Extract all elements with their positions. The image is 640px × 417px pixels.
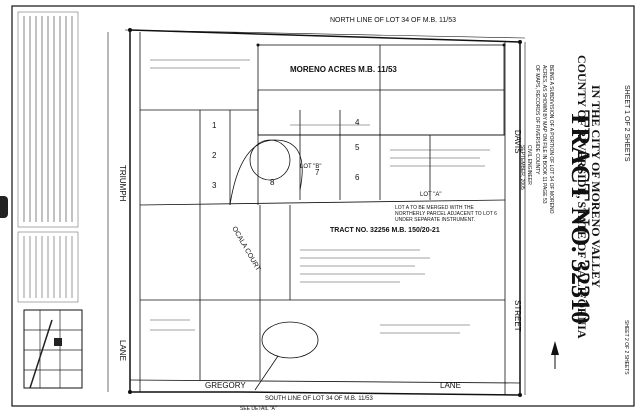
date-line: SEPTEMBER, 2005 [519,145,525,190]
lot-b-label: LOT "B" [300,164,322,170]
lot-note-text: LOT A TO BE MERGED WITH THE NORTHERLY PA… [395,205,497,223]
sheet-border [11,5,635,407]
lot-number-4: 4 [355,118,360,127]
sheet-corner-label: SHEET 1 OF 2 SHEETS [623,85,630,162]
south-line-label: SOUTH LINE OF LOT 34 OF M.B. 11/53 [265,396,373,402]
legend-block [17,231,79,303]
description-line-2: ACRES, AS SHOWN BY MAP ON FILE IN BOOK 1… [541,65,547,204]
description-line-3: OF MAPS, RECORDS OF RIVERSIDE COUNTY [534,65,540,175]
scanner-edge-tab [0,196,8,218]
general-notes-block [17,11,79,228]
lot-number-5: 5 [355,143,360,152]
city-line: IN THE CITY OF MORENO VALLEY [589,85,603,288]
description-line-1: BEING A SUBDIVISION OF A PORTION OF LOT … [548,65,554,214]
street-lane-label: LANE [118,340,127,361]
title-block: SHEET 1 OF 2 SHEETS IN THE CITY OF MOREN… [519,55,630,375]
adjacent-tract-label: TRACT NO. 32256 M.B. 150/20-21 [330,227,440,234]
lot-lines [139,90,506,380]
monument-markers [128,28,522,397]
engineer-line: CIVIL ENGINEER [526,145,532,185]
ocala-court-label: OCALA COURT [230,226,261,273]
street-davis-label-2: STREET [513,300,522,332]
street-lane-2-label: LANE [440,381,461,390]
north-arrow-icon [551,341,559,369]
see-detail-label: SEE DETAIL "A" [240,406,277,412]
lot-number-8: 8 [270,178,275,187]
street-triumph-label: TRIUMPH [118,165,127,202]
lot-note-box: LOT A TO BE MERGED WITH THE NORTHERLY PA… [395,205,497,223]
parcel-boundary [107,29,526,396]
lot-number-6: 6 [355,173,360,182]
street-davis-label: DAVIS [513,130,522,153]
vicinity-map [23,309,83,389]
county-line: COUNTY OF RIVERSIDE, STATE OF CALIFORNIA [575,55,589,339]
sheet-footer-label: SHEET 2 OF 2 SHEETS [623,320,629,375]
lot-number-7: 7 [315,168,320,177]
north-line-label: NORTH LINE OF LOT 34 OF M.B. 11/53 [330,17,456,24]
bearing-annotations [150,59,490,334]
lot-number-2: 2 [212,151,217,160]
lot-number-1: 1 [212,121,217,130]
moreno-acres-label: MORENO ACRES M.B. 11/53 [290,65,397,74]
lot-a-label: LOT "A" [420,192,442,198]
tract-title: TRACT NO. 32310 [566,110,595,324]
moreno-acres-parcel [257,44,505,136]
detail-a-bubble [254,321,319,391]
lot-number-3: 3 [212,181,217,190]
street-gregory-label: GREGORY [205,381,246,390]
